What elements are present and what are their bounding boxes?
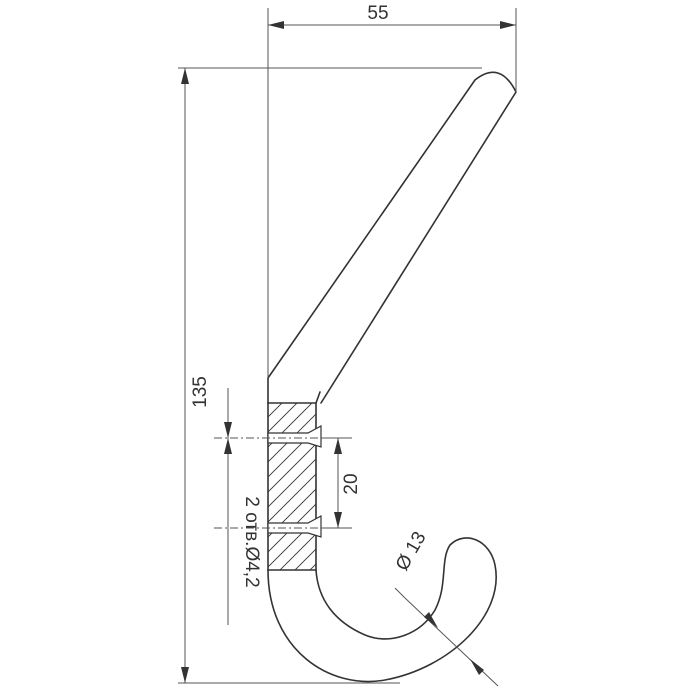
dimension-height: 135	[178, 67, 482, 684]
dimension-hole-spacing: 20	[322, 437, 362, 529]
hook-outline	[267, 71, 517, 683]
dimension-diameter: Ø 13	[392, 528, 499, 687]
holes-callout-label: 2 отв.Ø4,2	[241, 496, 262, 587]
mounting-holes	[214, 424, 336, 538]
dimension-width-label: 55	[367, 3, 388, 24]
holes-callout: 2 отв.Ø4,2	[224, 388, 262, 625]
hole-lower	[267, 514, 322, 538]
dimension-diameter-label: Ø 13	[392, 528, 431, 574]
dimension-width: 55	[267, 3, 517, 378]
hole-upper	[267, 424, 322, 448]
dimension-hole-spacing-label: 20	[341, 473, 362, 494]
dimension-height-label: 135	[190, 376, 211, 408]
